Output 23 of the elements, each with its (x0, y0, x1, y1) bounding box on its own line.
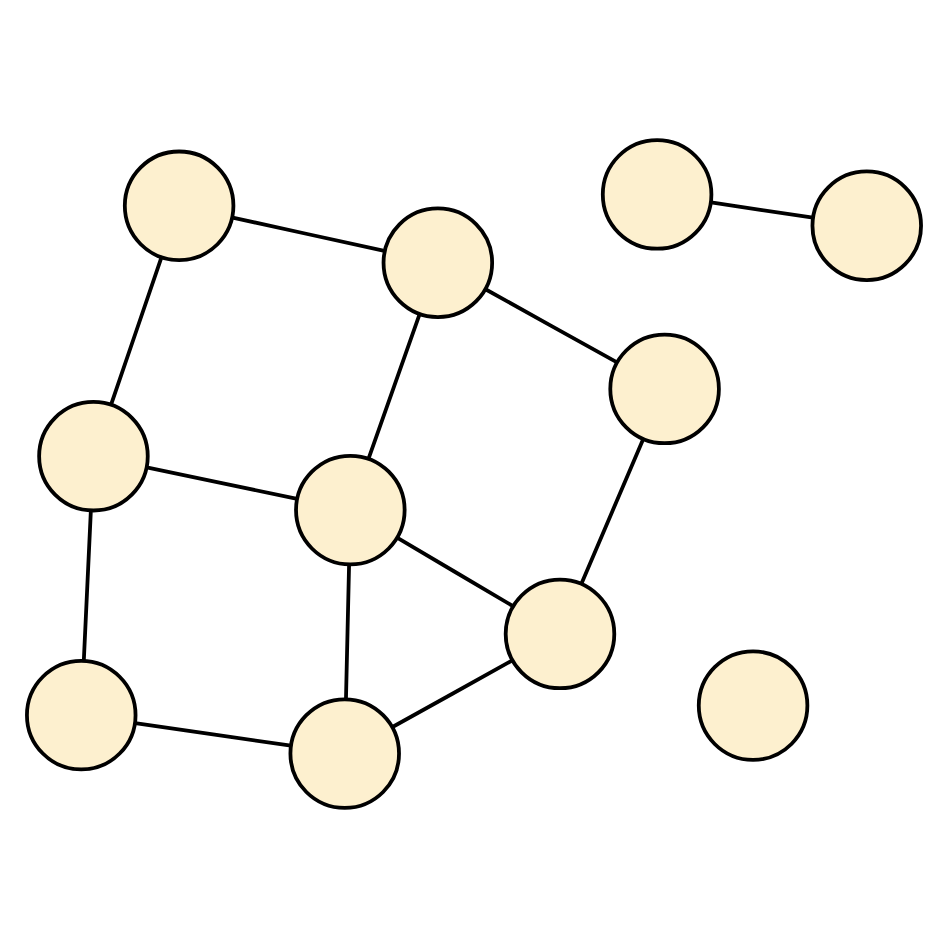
node-circle (37, 400, 150, 513)
connector (134, 721, 292, 748)
node-circle (381, 206, 495, 319)
connector (396, 536, 514, 608)
connector (485, 287, 618, 364)
connector (81, 511, 93, 661)
node-circle (294, 453, 407, 567)
connector (344, 565, 351, 699)
node-circle (503, 577, 617, 691)
connector (366, 313, 422, 459)
connector (579, 438, 645, 584)
connector (391, 658, 514, 729)
node-circle (25, 658, 138, 772)
connector (109, 257, 164, 405)
node-circle (122, 149, 236, 262)
node-circle (608, 332, 721, 446)
connector (710, 200, 814, 220)
node-circle (810, 169, 923, 282)
connector (146, 465, 298, 501)
node-circle (696, 649, 810, 762)
connector (232, 215, 385, 253)
node-circle (600, 138, 714, 251)
node-circle (288, 697, 401, 810)
